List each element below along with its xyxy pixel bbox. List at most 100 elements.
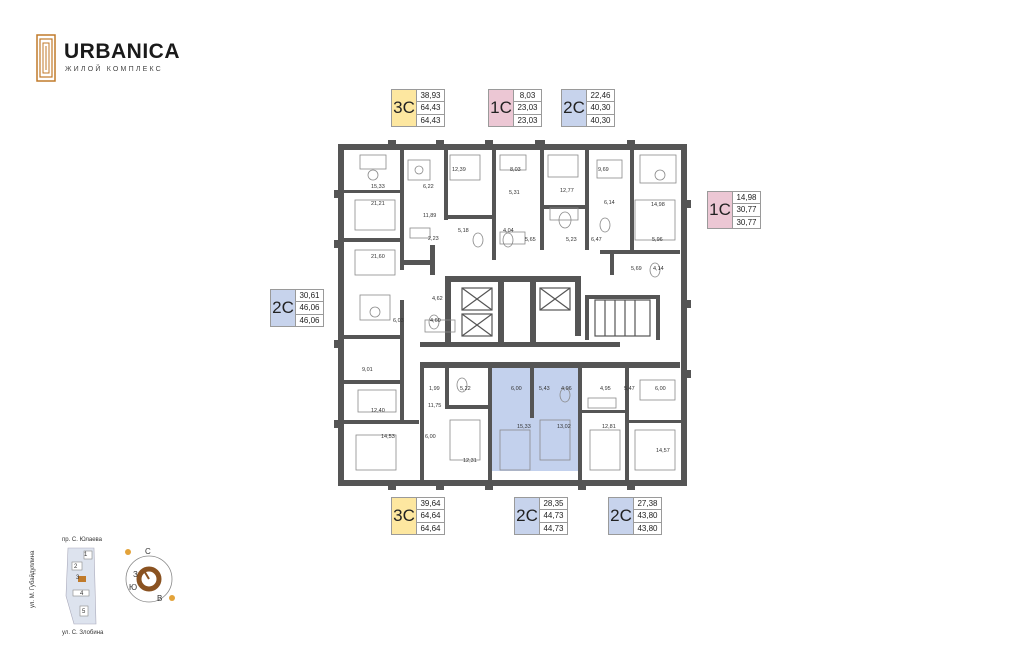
room-area: 15,33 (371, 184, 385, 190)
room-area: 4,60 (430, 318, 441, 324)
room-area: 12,77 (560, 188, 574, 194)
compass-west: З (133, 570, 138, 579)
building-number: 5 (82, 609, 86, 615)
logo-title: URBANICA (64, 40, 180, 63)
compass-north: С (145, 547, 151, 556)
room-area: 8,03 (510, 167, 521, 173)
apartment-total-area: 40,30 (587, 102, 614, 115)
room-area: 1,99 (429, 386, 440, 392)
room-area: 6,00 (425, 434, 436, 440)
room-area: 5,65 (525, 237, 536, 243)
apartment-tag-right[interactable]: 1C 14,98 30,77 30,77 (707, 191, 761, 229)
room-area: 11,75 (428, 403, 442, 409)
apartment-living-area: 14,98 (733, 192, 760, 205)
room-area: 4,04 (503, 228, 514, 234)
room-area: 9,69 (598, 167, 609, 173)
apartment-total-area: 23,03 (514, 102, 541, 115)
site-plan-icon (65, 547, 97, 625)
apartment-type: 1C (707, 191, 733, 229)
apartment-living-area: 27,38 (634, 498, 661, 511)
street-left-label: ул. М. Губайдуллина (30, 550, 36, 608)
apartment-tag-top-mid[interactable]: 1C 8,03 23,03 23,03 (488, 89, 542, 127)
apartment-tag-left[interactable]: 2C 30,61 46,06 46,06 (270, 289, 324, 327)
logo: URBANICA ЖИЛОЙ КОМПЛЕКС (36, 34, 180, 84)
building-number: 4 (80, 591, 84, 597)
room-area: 5,43 (539, 386, 550, 392)
room-area: 12,31 (463, 458, 477, 464)
room-area: 11,89 (423, 213, 437, 219)
apartment-type: 2C (608, 497, 634, 535)
room-area: 6,00 (511, 386, 522, 392)
apartment-area-with-balcony: 44,73 (543, 523, 564, 533)
apartment-total-area: 64,64 (417, 510, 444, 523)
room-area: 6,00 (655, 386, 666, 392)
apartment-area-with-balcony: 30,77 (736, 217, 757, 227)
room-area: 14,53 (381, 434, 395, 440)
building-number: 3 (76, 575, 80, 581)
room-area: 4,96 (561, 386, 572, 392)
apartment-living-area: 28,35 (540, 498, 567, 511)
room-area: 12,39 (452, 167, 466, 173)
apartment-tag-top-left[interactable]: 3C 38,93 64,43 64,43 (391, 89, 445, 127)
room-area: 5,96 (652, 237, 663, 243)
apartment-tag-top-right[interactable]: 2C 22,46 40,30 40,30 (561, 89, 615, 127)
room-area: 12,81 (602, 424, 616, 430)
apartment-area-with-balcony: 64,64 (420, 523, 441, 533)
room-area: 4,95 (600, 386, 611, 392)
room-area: 15,33 (517, 424, 531, 430)
logo-subtitle: ЖИЛОЙ КОМПЛЕКС (65, 66, 163, 73)
apartment-type: 3C (391, 89, 417, 127)
room-area: 14,57 (656, 448, 670, 454)
room-area: 21,60 (371, 254, 385, 260)
logo-mark-icon (36, 34, 56, 82)
room-area: 14,98 (651, 202, 665, 208)
building-number: 2 (74, 564, 78, 570)
room-area: 4,62 (432, 296, 443, 302)
room-area: 12,40 (371, 408, 385, 414)
room-area: 4,14 (653, 266, 664, 272)
room-area: 5,23 (566, 237, 577, 243)
room-area: 5,31 (509, 190, 520, 196)
apartment-area-with-balcony: 64,43 (420, 115, 441, 125)
street-top-label: пр. С. Юлаева (62, 537, 103, 543)
room-area: 6,47 (591, 237, 602, 243)
building-number: 1 (84, 552, 88, 558)
apartment-total-area: 46,06 (296, 302, 323, 315)
room-area: 5,47 (624, 386, 635, 392)
apartment-tag-bottom-left[interactable]: 3C 39,64 64,64 64,64 (391, 497, 445, 535)
highlighted-apartment (491, 368, 579, 471)
apartment-living-area: 39,64 (417, 498, 444, 511)
room-area: 2,23 (428, 236, 439, 242)
apartment-living-area: 22,46 (587, 90, 614, 103)
apartment-type: 2C (561, 89, 587, 127)
apartment-living-area: 38,93 (417, 90, 444, 103)
apartment-type: 1C (488, 89, 514, 127)
room-area: 6,03 (393, 318, 404, 324)
apartment-total-area: 43,80 (634, 510, 661, 523)
room-area: 5,18 (458, 228, 469, 234)
room-area: 13,02 (557, 424, 571, 430)
apartment-area-with-balcony: 43,80 (637, 523, 658, 533)
apartment-tag-bottom-right[interactable]: 2C 27,38 43,80 43,80 (608, 497, 662, 535)
room-area: 21,21 (371, 201, 385, 207)
compass-icon (125, 549, 175, 603)
apartment-area-with-balcony: 23,03 (517, 115, 538, 125)
apartment-tag-bottom-mid[interactable]: 2C 28,35 44,73 44,73 (514, 497, 568, 535)
compass-south: Ю (129, 583, 138, 592)
apartment-total-area: 64,43 (417, 102, 444, 115)
site-minimap: пр. С. Юлаева ул. М. Губайдуллина ул. С.… (28, 528, 188, 643)
compass-east: В (157, 594, 163, 603)
room-area: 9,01 (362, 367, 373, 373)
outer-wall (338, 144, 687, 486)
apartment-living-area: 30,61 (296, 290, 323, 303)
apartment-type: 2C (270, 289, 296, 327)
apartment-type: 2C (514, 497, 540, 535)
room-area: 5,22 (460, 386, 471, 392)
apartment-area-with-balcony: 46,06 (299, 315, 320, 325)
apartment-total-area: 30,77 (733, 204, 760, 217)
room-area: 5,69 (631, 266, 642, 272)
street-bottom-label: ул. С. Злобина (62, 630, 104, 636)
room-area: 6,22 (423, 184, 434, 190)
apartment-living-area: 8,03 (514, 90, 541, 103)
